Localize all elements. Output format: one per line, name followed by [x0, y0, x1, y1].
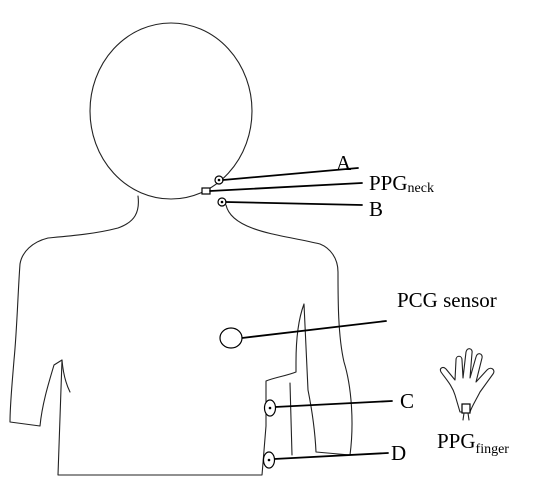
label-ppg-finger-main: PPG — [437, 429, 476, 453]
head-outline — [89, 22, 253, 200]
label-pcg-sensor: PCG sensor — [397, 288, 497, 312]
leader-ppg-neck — [209, 182, 363, 192]
label-ppg-neck-sub: neck — [408, 181, 434, 196]
left-arm-inner-line — [61, 359, 71, 393]
body-outline — [9, 195, 353, 476]
hand-icon — [439, 348, 495, 421]
sensor-a-dot — [217, 178, 221, 182]
label-d: D — [391, 441, 406, 465]
label-b: B — [369, 197, 383, 221]
ppg-neck-sensor — [201, 187, 211, 195]
label-ppg-finger: PPGfinger — [437, 429, 509, 457]
label-a: A — [336, 151, 352, 175]
right-arm-inner-line — [289, 382, 293, 456]
leader-pcg — [241, 320, 387, 339]
label-ppg-neck: PPGneck — [369, 171, 434, 196]
label-ppg-finger-sub: finger — [476, 442, 510, 457]
sensor-d-dot — [267, 458, 271, 462]
leader-b — [225, 201, 363, 206]
label-c: C — [400, 389, 414, 413]
leader-c — [274, 400, 393, 408]
pcg-sensor — [219, 327, 243, 349]
label-ppg-neck-main: PPG — [369, 171, 408, 195]
sensor-b-dot — [220, 200, 224, 204]
sensor-c-dot — [268, 406, 272, 410]
leader-d — [273, 452, 389, 460]
leader-a — [222, 167, 359, 181]
